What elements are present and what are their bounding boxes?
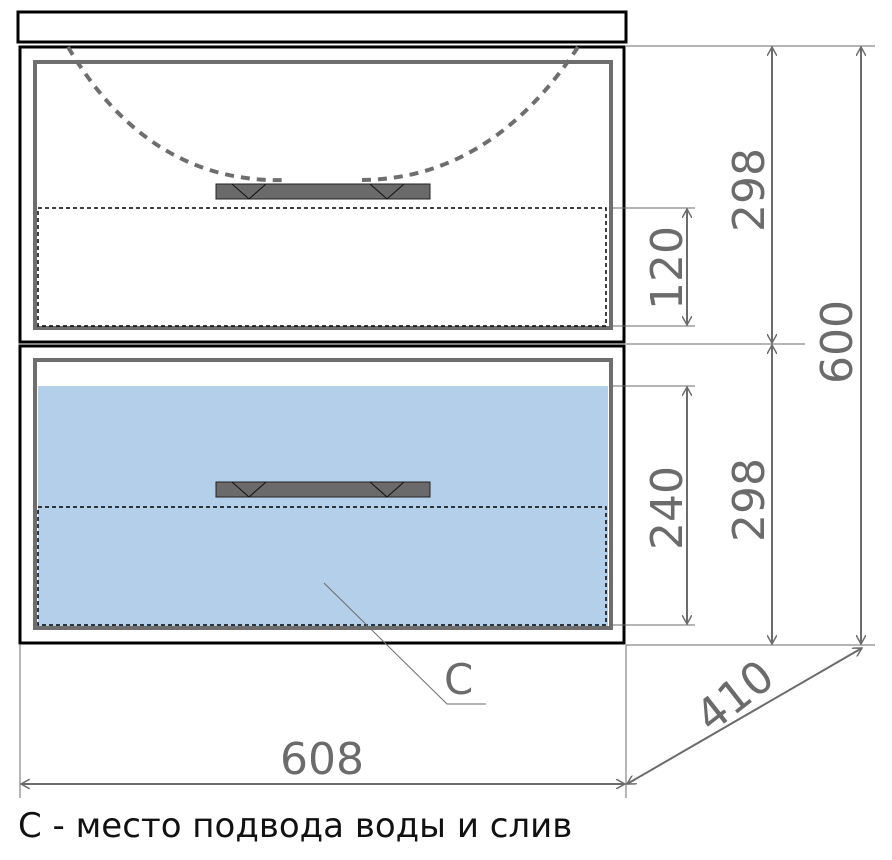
utility-leader-line [323, 582, 486, 705]
dim-298-bottom: 298 [724, 458, 775, 542]
top-drawer [18, 45, 626, 344]
utility-zone [38, 386, 608, 626]
dim-298-top: 298 [724, 148, 775, 232]
bottom-drawer-handle[interactable] [215, 481, 431, 498]
countertop [16, 10, 628, 44]
top-drawer-inner-zone [37, 207, 607, 327]
dim-410: 410 [686, 651, 784, 743]
dim-120: 120 [642, 226, 693, 310]
bottom-drawer [18, 344, 626, 645]
dim-240: 240 [642, 466, 693, 550]
top-drawer-handle[interactable] [215, 183, 431, 200]
legend-caption: С - место подвода воды и слив [18, 806, 573, 846]
dim-608: 608 [280, 734, 364, 785]
dim-600: 600 [812, 300, 863, 384]
basin-outline [66, 45, 289, 183]
dim-line-410 [627, 647, 862, 785]
utility-marker-label: C [444, 655, 473, 704]
